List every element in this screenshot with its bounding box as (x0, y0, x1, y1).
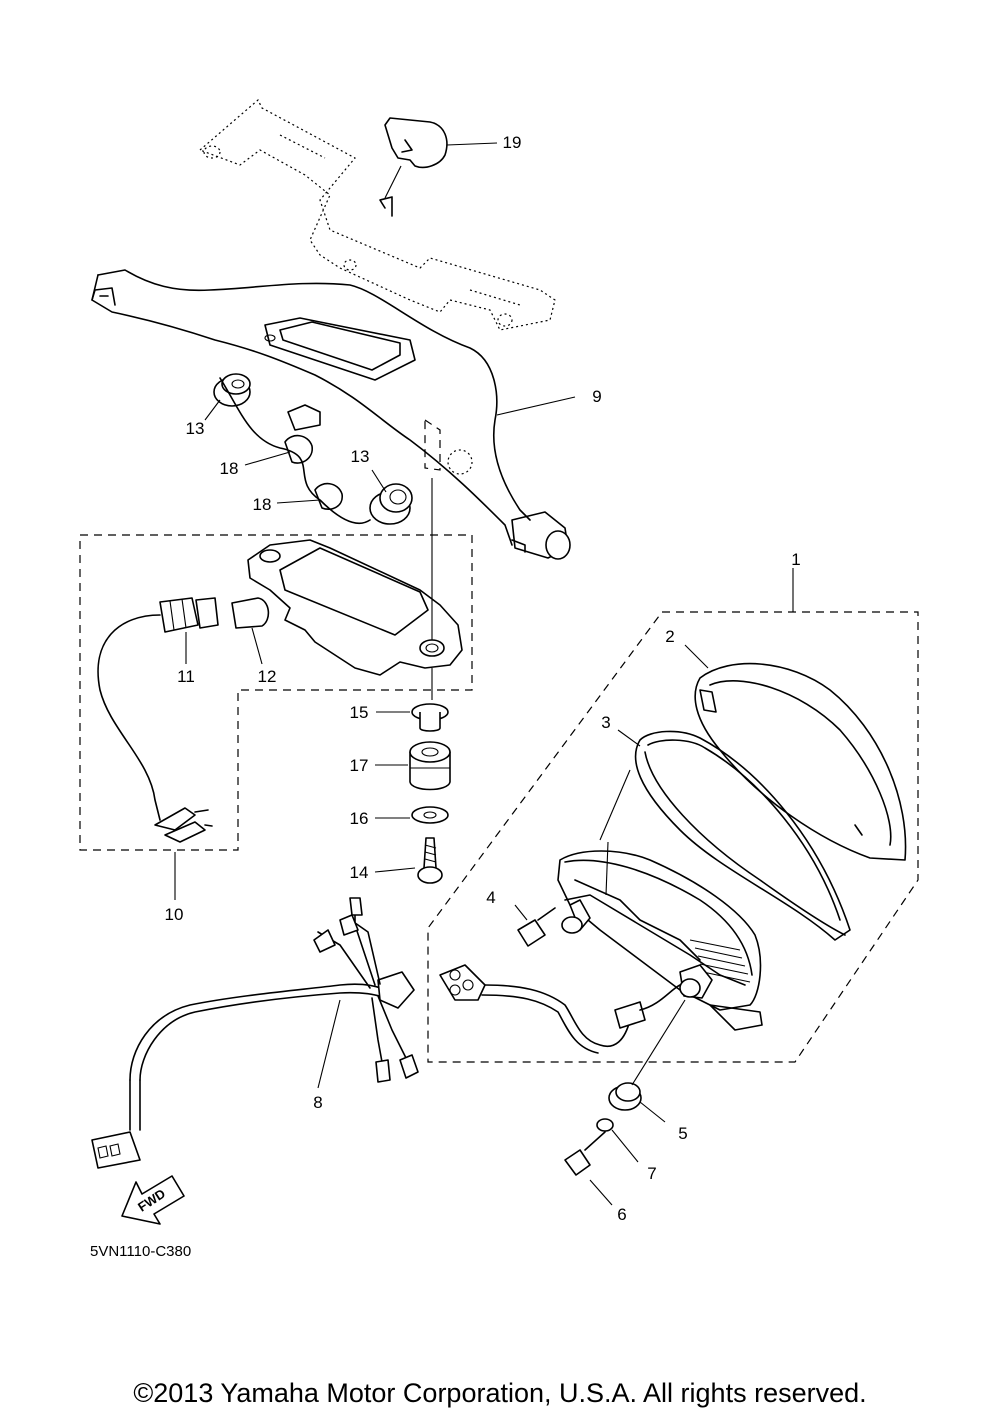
part-11-socket (159, 597, 219, 664)
part-9-housing (91, 269, 576, 560)
license-lamp-housing (247, 478, 463, 700)
part-2-lens (684, 644, 907, 861)
fwd-direction-arrow: FWD (121, 1175, 185, 1225)
part-4-screw (514, 904, 556, 947)
callout-10: 10 (165, 905, 184, 924)
callout-19-leader (446, 142, 498, 146)
callout-5: 5 (678, 1124, 687, 1143)
part-16-washer (375, 806, 449, 824)
part-3-gasket (617, 729, 851, 941)
drawing-code: 5VN1110-C380 (90, 1243, 191, 1260)
callout-2: 2 (665, 627, 674, 646)
part-7-washer (596, 1118, 639, 1163)
part-15-collar (376, 703, 449, 732)
callout-6: 6 (617, 1205, 626, 1224)
callout-15: 15 (350, 703, 369, 722)
callout-17: 17 (350, 756, 369, 775)
callout-18-upper: 18 (220, 459, 239, 478)
part-12-bulb (231, 597, 270, 665)
callout-18-lower: 18 (253, 495, 272, 514)
part-6-screw (564, 1131, 613, 1206)
tail-lamp-body (557, 769, 763, 1031)
part-5-grommet (608, 999, 686, 1123)
part-13-grommet-lower (369, 469, 413, 525)
part-1-tail-lamp-assy-boundary (427, 568, 919, 1063)
callout-7: 7 (647, 1164, 656, 1183)
lamp-wire-terminals (154, 807, 213, 843)
callout-16: 16 (350, 809, 369, 828)
part-17-grommet (375, 741, 451, 791)
callout-4: 4 (486, 888, 495, 907)
tail-lamp-connector (439, 964, 681, 1054)
callout-19: 19 (503, 133, 522, 152)
callout-8: 8 (313, 1093, 322, 1112)
callout-14: 14 (350, 863, 369, 882)
part-18-clamp-lower (276, 482, 343, 510)
mounting-bracket (198, 99, 556, 331)
part-14-bolt (374, 837, 443, 884)
callout-1: 1 (791, 550, 800, 569)
part-18-clamp-upper (244, 434, 313, 466)
callout-13-lower: 13 (351, 447, 370, 466)
callout-12: 12 (258, 667, 277, 686)
callout-3: 3 (601, 713, 610, 732)
part-19-clip (384, 117, 448, 199)
part-10-license-lamp-assy-boundary (79, 534, 473, 900)
part-13-grommet-upper (204, 373, 251, 421)
copyright-notice: ©2013 Yamaha Motor Corporation, U.S.A. A… (133, 1378, 867, 1408)
callout-13-upper: 13 (186, 419, 205, 438)
harness-loop (219, 377, 371, 525)
lamp-wire (97, 614, 161, 821)
part-8-wire-harness (91, 897, 419, 1169)
callout-9: 9 (592, 387, 601, 406)
callout-11: 11 (177, 667, 195, 686)
